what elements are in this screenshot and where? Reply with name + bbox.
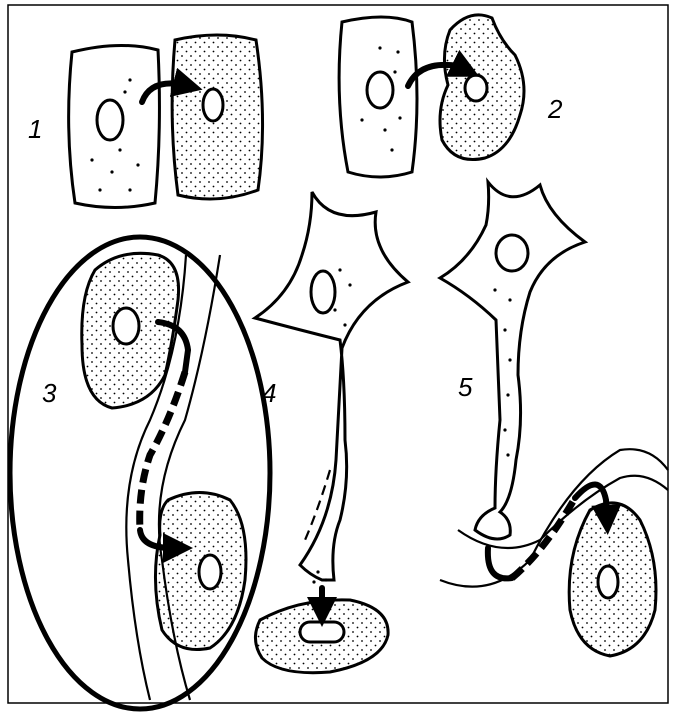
panel-3-upper-nucleus (111, 306, 141, 346)
panel-1-left-cell-specks (90, 78, 140, 192)
panel-5-neuron-nucleus (494, 233, 530, 273)
panel-2: 2 (337, 13, 563, 179)
panel-3-highlight-oval (7, 234, 273, 712)
panel-3-arrow-end (137, 527, 193, 563)
panel-3-fiber-left-edge (125, 254, 188, 701)
panel-2-left-nucleus (365, 70, 395, 110)
panel-5-arrow-end (572, 481, 622, 535)
panel-4-neuron-body (251, 191, 411, 582)
panel-4-number-label: 4 (262, 378, 276, 408)
figure-frame (7, 4, 669, 704)
panel-4-neuron-nucleus (309, 269, 337, 315)
panel-4: 4 (251, 191, 411, 675)
panel-2-number-label: 2 (547, 94, 563, 124)
panel-5-arrow-start (484, 545, 515, 582)
panel-3: 3 (7, 234, 273, 712)
panel-1-transfer-arrow (139, 67, 203, 105)
panel-1-number-label: 1 (28, 114, 42, 144)
panel-1-right-nucleus (201, 87, 225, 123)
panel-1-left-nucleus (95, 98, 125, 142)
panel-4-axon-dashed-edge (303, 469, 332, 541)
panel-2-transfer-arrow (405, 49, 480, 89)
panel-5-membrane-outer (439, 448, 669, 588)
panel-5-membrane-inner (457, 474, 669, 550)
panel-1: 1 (28, 33, 265, 209)
panel-4-neuron-specks (312, 268, 352, 584)
panel-3-arrow-start (155, 319, 192, 375)
panel-2-left-cell-specks (360, 46, 402, 152)
panel-5-target-nucleus (596, 564, 620, 600)
panel-5: 5 (437, 177, 669, 658)
panel-5-dashed-transfer-path (509, 496, 579, 581)
panel-5-neuron-body (437, 177, 589, 541)
panel-4-target-nucleus (298, 620, 346, 644)
panel-3-lower-nucleus (197, 553, 223, 591)
panel-2-right-nucleus (463, 73, 489, 103)
panel-5-neuron-specks (493, 288, 512, 457)
panel-5-number-label: 5 (458, 372, 473, 402)
panel-3-number-label: 3 (42, 378, 57, 408)
panel-3-dashed-transfer-path (136, 370, 189, 531)
